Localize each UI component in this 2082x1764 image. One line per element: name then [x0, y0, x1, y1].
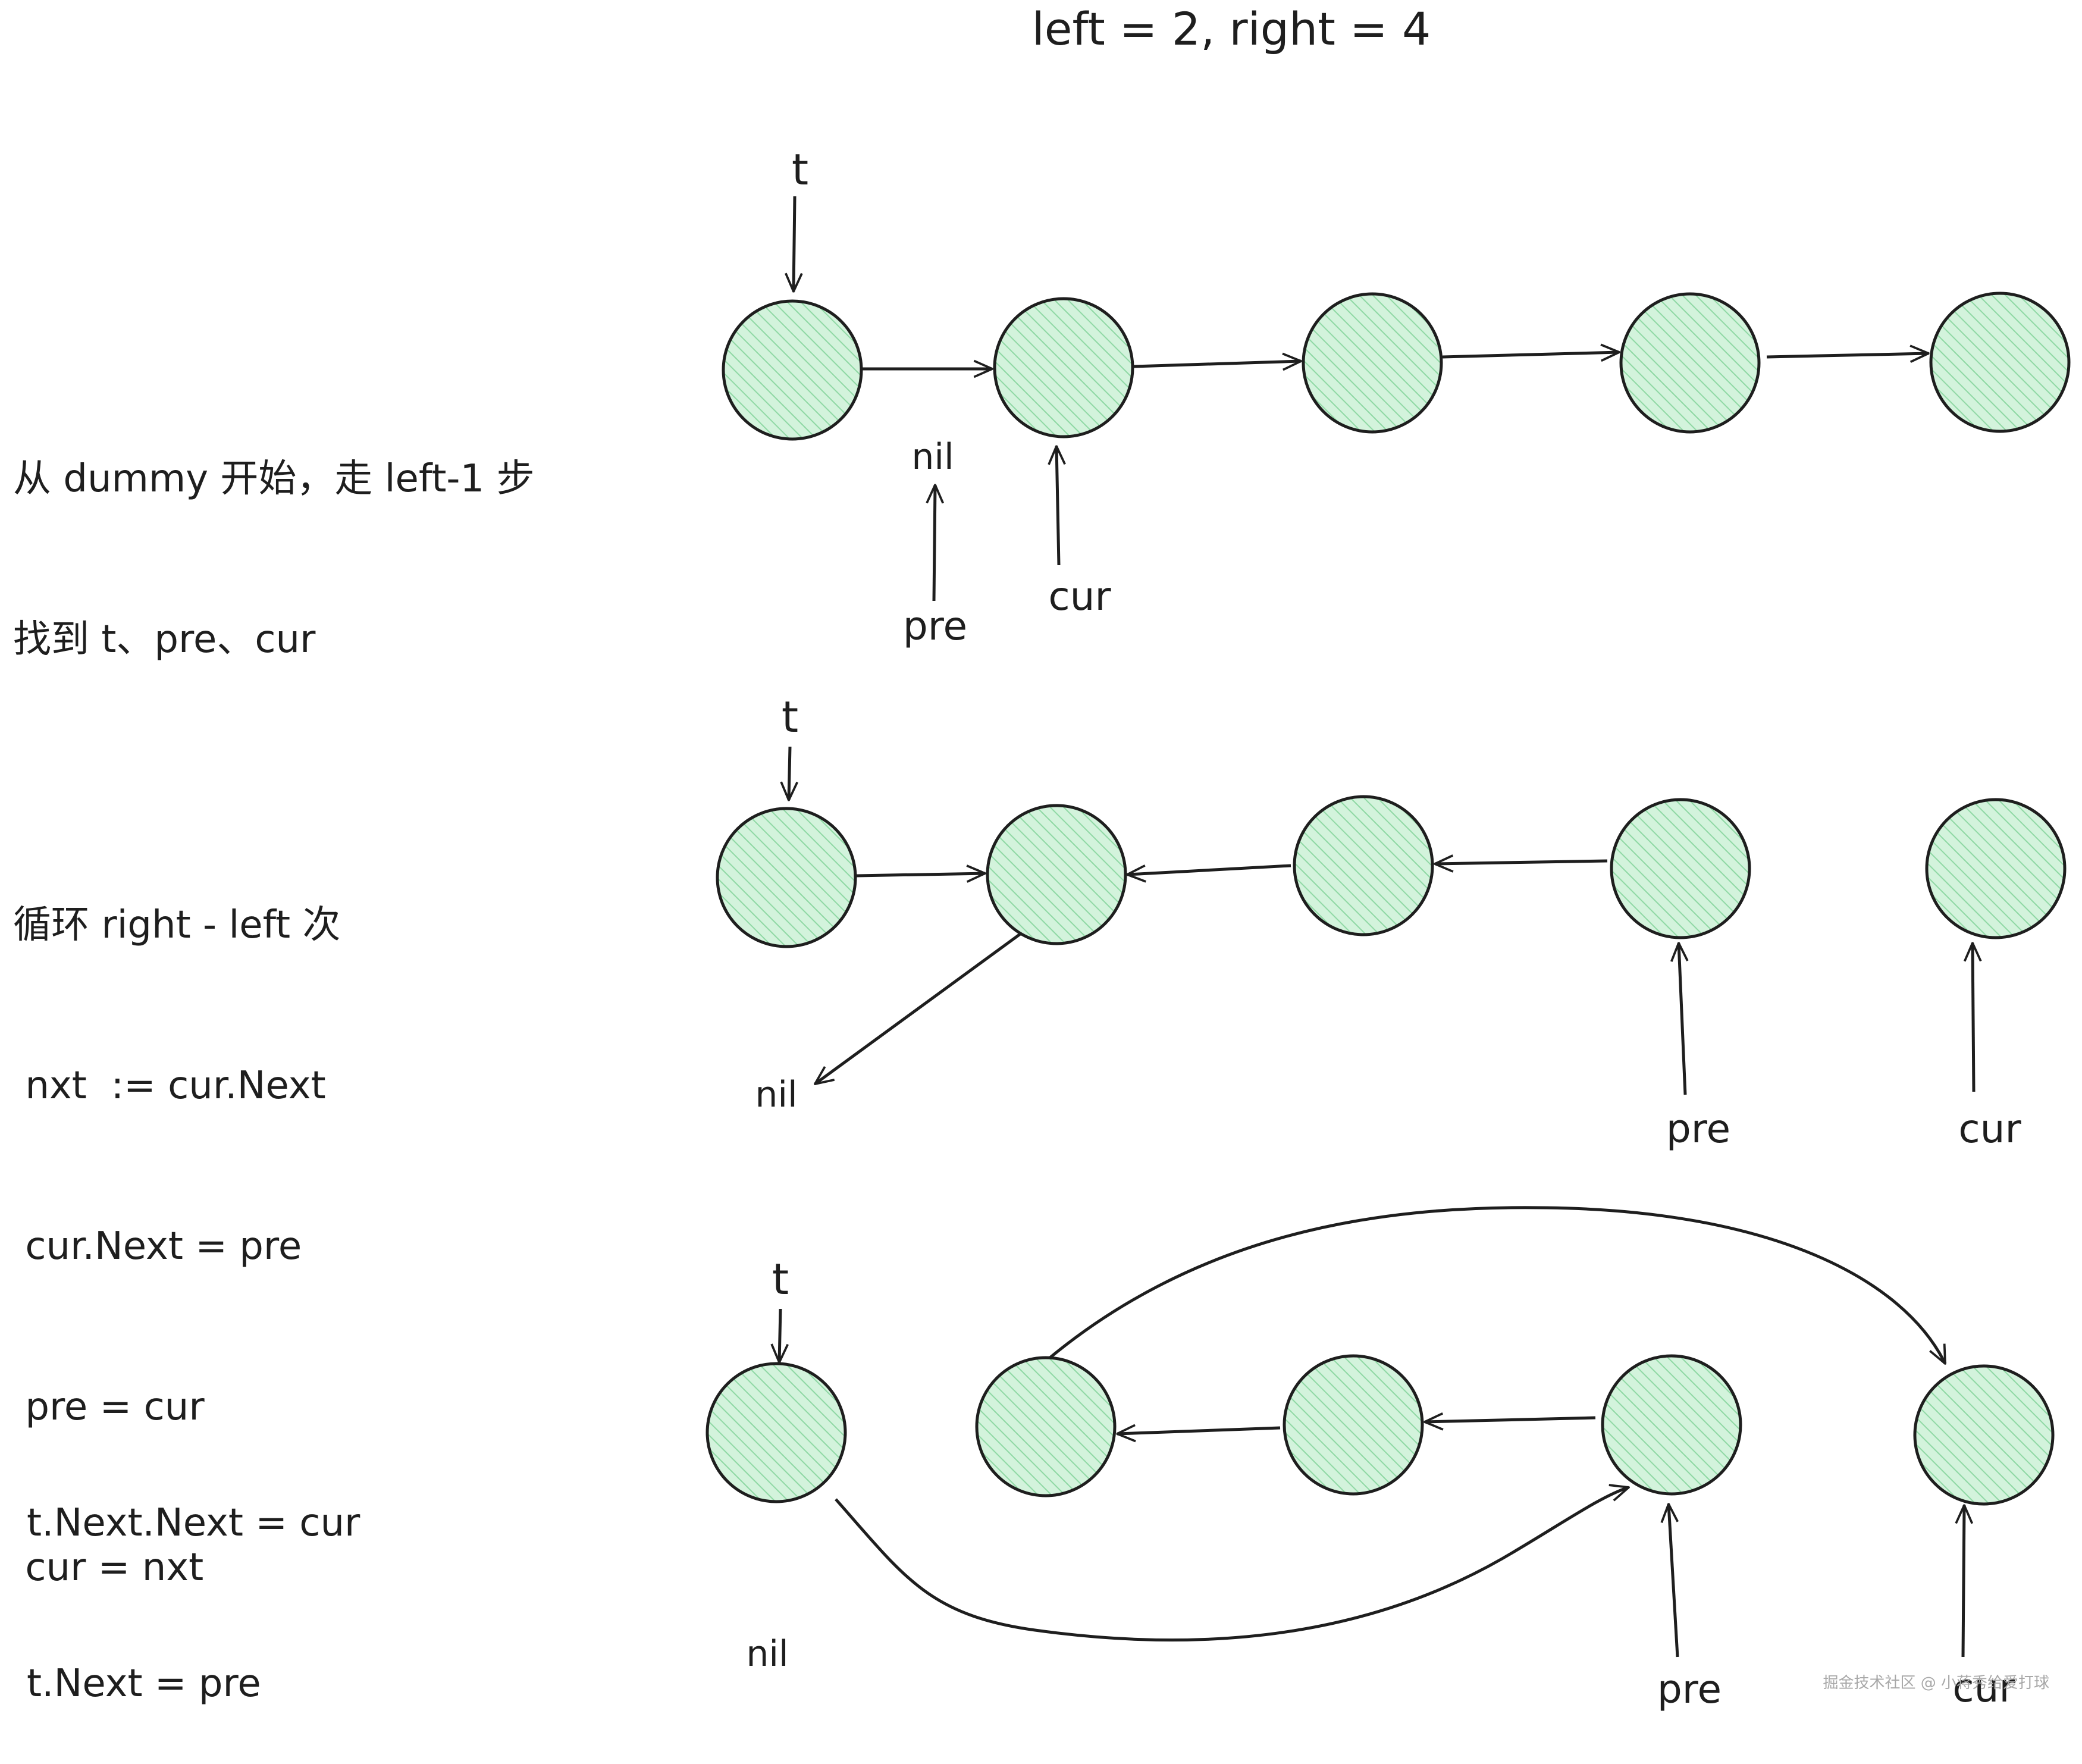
p3-link-0-3 [835, 1487, 1629, 1641]
p2-pre-pointer [1679, 943, 1685, 1095]
p2-t-pointer [789, 746, 790, 800]
watermark: 掘金技术社区 @ 小蒋秀给爱打球 [1823, 1674, 2049, 1692]
p2-link-0-1 [856, 873, 985, 876]
p3-node-dummy [706, 1362, 847, 1503]
p3-node-1 [975, 1356, 1117, 1497]
code-line: t.Next = pre [27, 1662, 261, 1706]
p1-node-1 [993, 297, 1134, 438]
p2-node-2 [1293, 795, 1434, 936]
p1-node-2 [1302, 292, 1443, 434]
code-line: pre = cur [13, 1385, 205, 1429]
diagram-title: left = 2, right = 4 [1032, 2, 1431, 55]
desc-line: 从 dummy 开始，走 left-1 步 [13, 457, 535, 501]
p1-node-3 [1619, 292, 1761, 434]
panel-3-description: t.Next.Next = cur t.Next = pre [27, 1389, 360, 1764]
p2-t-label: t [782, 692, 798, 742]
code-line: nxt := cur.Next [13, 1064, 326, 1108]
p2-cur-pointer [1973, 943, 1974, 1092]
p3-link-1-4 [1049, 1206, 1947, 1364]
p3-node-3 [1601, 1354, 1742, 1496]
desc-line: 循环 right - left 次 [13, 903, 341, 947]
p2-cur-label: cur [1958, 1106, 2021, 1152]
p1-link-2-3 [1442, 352, 1619, 357]
p2-arrows [789, 746, 1974, 1095]
p1-arrows [794, 196, 1929, 601]
p3-cur-pointer [1963, 1505, 1964, 1658]
p3-link-2-1 [1117, 1428, 1281, 1434]
p3-link-3-2 [1425, 1418, 1596, 1422]
panel-1 [722, 292, 2071, 441]
p1-t-label: t [792, 145, 808, 195]
p2-node-dummy [716, 807, 857, 948]
p2-nil-label: nil [755, 1074, 797, 1116]
code-line: t.Next.Next = cur [27, 1501, 360, 1545]
p1-link-1-2 [1133, 361, 1301, 366]
linked-list-reversal-diagram: left = 2, right = 4 t nil pre cur t [706, 2, 2071, 1712]
panel-2 [716, 795, 2067, 948]
p2-link-3-2 [1435, 861, 1608, 864]
p2-link-2-1 [1127, 864, 1291, 875]
p1-t-pointer [794, 196, 795, 292]
p1-node-dummy [722, 299, 863, 441]
p3-t-label: t [772, 1254, 789, 1304]
code-line: cur.Next = pre [13, 1224, 302, 1268]
p1-pre-pointer [934, 485, 935, 601]
code-line: cur = nxt [13, 1546, 204, 1590]
p3-arrows [779, 1206, 1964, 1658]
p1-cur-label: cur [1048, 574, 1111, 619]
p3-node-4 [1913, 1364, 2055, 1506]
p2-node-1 [986, 804, 1127, 945]
desc-line: 找到 t、pre、cur [13, 618, 316, 662]
p1-nil-label: nil [911, 436, 954, 478]
p3-t-pointer [779, 1308, 780, 1362]
p1-node-4 [1929, 292, 2071, 433]
p3-nil-label: nil [746, 1633, 788, 1675]
p3-cur-label: cur [1952, 1665, 2015, 1711]
p2-link-1-nil [815, 932, 1021, 1084]
p1-pre-label: pre [903, 603, 967, 649]
p2-node-4 [1925, 798, 2067, 939]
p1-cur-pointer [1056, 446, 1059, 566]
p3-node-2 [1283, 1354, 1424, 1496]
p3-pre-pointer [1669, 1504, 1679, 1658]
p3-pre-label: pre [1657, 1666, 1722, 1712]
panel-1-description: 从 dummy 开始，走 left-1 步 找到 t、pre、cur [13, 345, 535, 720]
p2-node-3 [1610, 798, 1751, 939]
p1-link-3-4 [1766, 353, 1929, 357]
p2-pre-label: pre [1666, 1106, 1730, 1152]
panel-3 [706, 1354, 2055, 1506]
panel-2-description: 循环 right - left 次 nxt := cur.Next cur.Ne… [13, 791, 341, 1648]
